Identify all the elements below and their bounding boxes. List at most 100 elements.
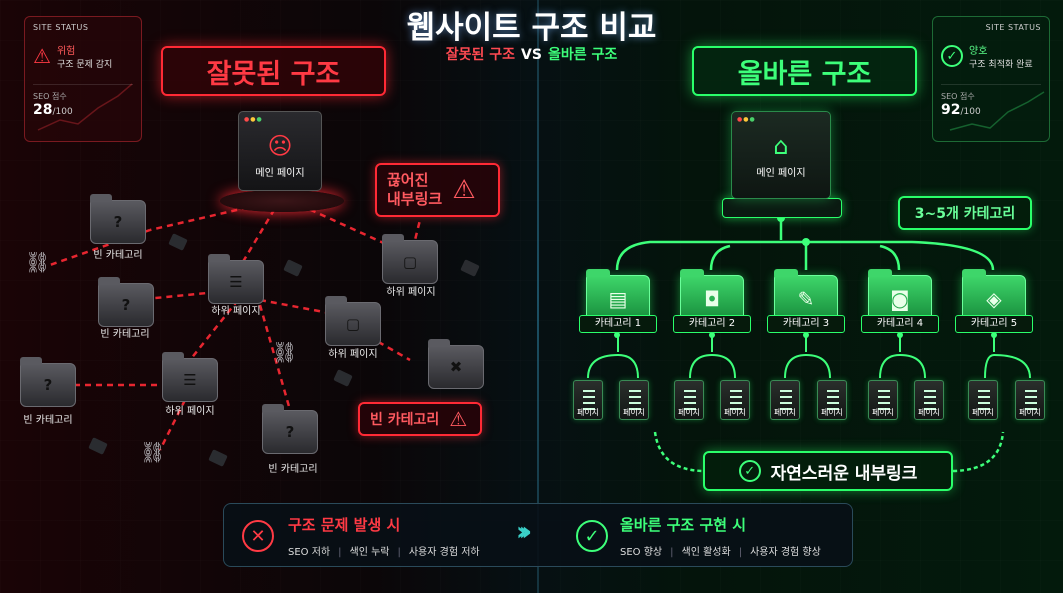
empty-folder-icon: ? bbox=[98, 277, 154, 327]
main-page-label: 메인 페이지 bbox=[756, 168, 806, 179]
subtitle-good: 올바른 구조 bbox=[547, 47, 618, 63]
site-status-bad-panel: SITE STATUS ⚠ 위험 구조 문제 감지 SEO 점수 28/100 bbox=[24, 16, 142, 142]
page-label: 페이지 bbox=[1018, 408, 1042, 417]
broken-chain-icon: ⛓ bbox=[272, 340, 298, 364]
seo-label: SEO 점수 bbox=[941, 92, 975, 101]
sub-page-label: 하위 페이지 bbox=[211, 306, 261, 317]
camera-icon: ◙ bbox=[890, 287, 910, 311]
page-line bbox=[780, 390, 792, 392]
subtitle-bad: 잘못된 구조 bbox=[445, 47, 516, 63]
status-desc: 구조 문제 감지 bbox=[56, 60, 113, 70]
sad-face-icon: ☹ bbox=[267, 132, 293, 160]
empty-category-label: 빈 카테고리 bbox=[268, 464, 318, 475]
page-label: 페이지 bbox=[576, 408, 600, 417]
summary-good-item: SEO 향상 bbox=[620, 547, 663, 558]
broken-link-line2: 내부링크 bbox=[387, 190, 443, 208]
page-label: 페이지 bbox=[677, 408, 701, 417]
sub-page-folder-icon: ☰ bbox=[208, 254, 264, 304]
bad-main-page-window: ●●● ☹ 메인 페이지 bbox=[238, 111, 322, 191]
page-line bbox=[730, 396, 742, 398]
seo-label: SEO 점수 bbox=[33, 92, 67, 101]
page-line bbox=[1025, 408, 1037, 410]
page-line bbox=[780, 396, 792, 398]
bad-structure-banner: 잘못된 구조 bbox=[161, 46, 386, 96]
status-label: 위험 bbox=[56, 46, 76, 57]
summary-bad-title: 구조 문제 발생 시 bbox=[288, 516, 401, 534]
page-card-icon bbox=[1015, 380, 1045, 420]
natural-link-label: 자연스러운 내부링크 bbox=[770, 463, 918, 484]
page-line bbox=[780, 408, 792, 410]
summary-good-title: 올바른 구조 구현 시 bbox=[620, 516, 747, 534]
status-desc: 구조 최적화 완료 bbox=[969, 60, 1033, 70]
warning-icon: ⚠ bbox=[452, 174, 476, 205]
page-line bbox=[730, 390, 742, 392]
page-label: 페이지 bbox=[971, 408, 995, 417]
warning-icon: ⚠ bbox=[33, 44, 51, 68]
empty-folder-icon: ? bbox=[262, 404, 318, 454]
page-line bbox=[1025, 396, 1037, 398]
page-line bbox=[1025, 390, 1037, 392]
page-line bbox=[978, 390, 990, 392]
seo-score: 92 bbox=[941, 102, 961, 118]
seo-score-max: /100 bbox=[52, 107, 73, 117]
page-line bbox=[878, 396, 890, 398]
page-label: 페이지 bbox=[871, 408, 895, 417]
tag-icon: ◈ bbox=[986, 287, 1002, 311]
page-line bbox=[684, 402, 696, 404]
page-line bbox=[978, 408, 990, 410]
good-structure-banner: 올바른 구조 bbox=[692, 46, 917, 96]
page-card-icon bbox=[674, 380, 704, 420]
category-label-2: 카테고리 2 bbox=[673, 315, 751, 333]
good-main-page-window: ●●● ⌂ 메인 페이지 bbox=[731, 111, 831, 199]
main-page-base bbox=[722, 198, 842, 218]
pencil-icon: ✎ bbox=[797, 287, 815, 311]
status-head: SITE STATUS bbox=[33, 23, 89, 32]
category-label-3: 카테고리 3 bbox=[767, 315, 845, 333]
page-card-icon bbox=[817, 380, 847, 420]
page-subtitle: 잘못된 구조 VS 올바른 구조 bbox=[0, 44, 1063, 64]
page-line bbox=[629, 408, 641, 410]
summary-bad-item: SEO 저하 bbox=[288, 547, 331, 558]
sub-page-label: 하위 페이지 bbox=[328, 349, 378, 360]
page-line bbox=[878, 402, 890, 404]
empty-folder-icon: ? bbox=[20, 357, 76, 407]
page-line bbox=[827, 402, 839, 404]
page-line bbox=[629, 402, 641, 404]
page-line bbox=[1025, 402, 1037, 404]
page-line bbox=[924, 408, 936, 410]
warning-icon: ⚠ bbox=[449, 407, 468, 431]
page-line bbox=[629, 396, 641, 398]
sub-page-folder-icon: ☰ bbox=[162, 352, 218, 402]
subtitle-vs: VS bbox=[521, 47, 542, 63]
page-line bbox=[878, 390, 890, 392]
page-line bbox=[583, 390, 595, 392]
category-label-1: 카테고리 1 bbox=[579, 315, 657, 333]
page-line bbox=[924, 396, 936, 398]
page-label: 페이지 bbox=[773, 408, 797, 417]
check-icon: ✓ bbox=[941, 45, 963, 67]
sub-page-label: 하위 페이지 bbox=[386, 287, 436, 298]
document-icon: ▤ bbox=[608, 287, 628, 311]
x-circle-icon: ✕ bbox=[242, 520, 274, 552]
page-line bbox=[684, 390, 696, 392]
natural-internal-link-box: ✓ 자연스러운 내부링크 bbox=[703, 451, 953, 491]
broken-chain-icon: ⛓ bbox=[25, 250, 51, 274]
page-line bbox=[827, 390, 839, 392]
page-card-icon bbox=[573, 380, 603, 420]
page-line bbox=[924, 390, 936, 392]
page-card-icon bbox=[914, 380, 944, 420]
broken-folder-icon: ✖ bbox=[428, 339, 484, 389]
page-line bbox=[583, 402, 595, 404]
page-line bbox=[978, 396, 990, 398]
empty-category-label: 빈 카테고리 bbox=[23, 415, 73, 426]
category-label-5: 카테고리 5 bbox=[955, 315, 1033, 333]
page-line bbox=[827, 396, 839, 398]
sub-page-folder-icon: ▢ bbox=[382, 234, 438, 284]
empty-category-label: 빈 카테고리 bbox=[100, 329, 150, 340]
page-line bbox=[684, 396, 696, 398]
page-line bbox=[730, 402, 742, 404]
shopping-bag-icon: ◘ bbox=[704, 287, 720, 311]
category-label-4: 카테고리 4 bbox=[861, 315, 939, 333]
